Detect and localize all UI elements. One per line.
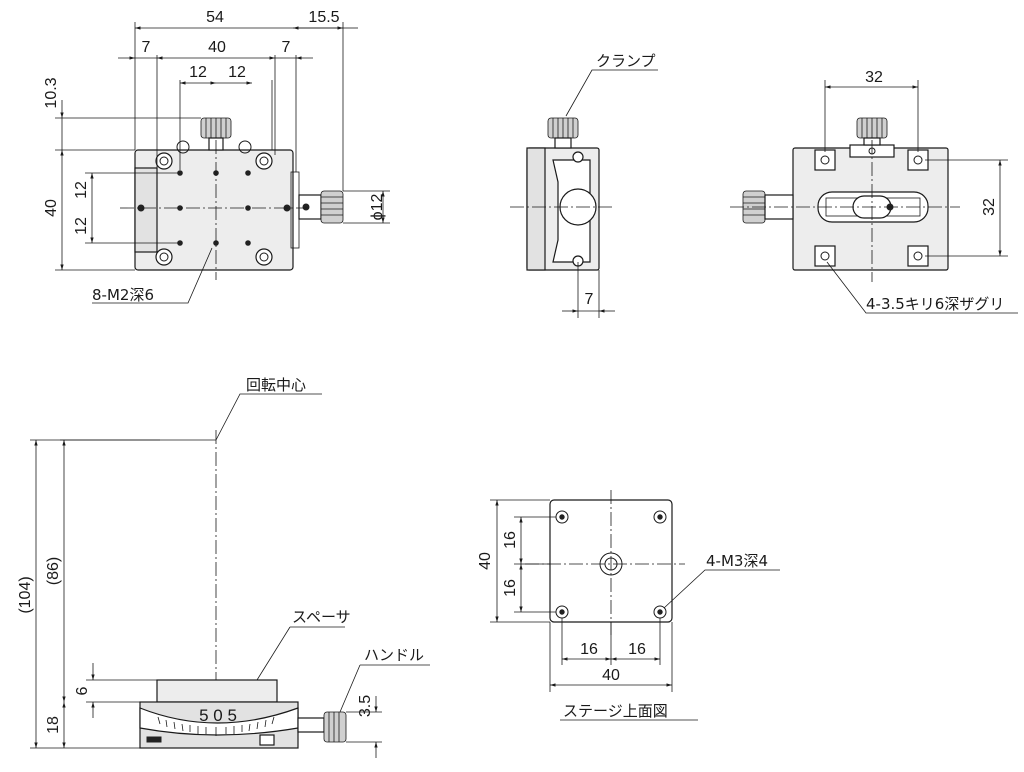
handle-label: ハンドル xyxy=(364,646,424,664)
counterbore-label: 4-3.5キリ6深ザグリ xyxy=(866,295,1004,313)
dim-12-lower: 12 xyxy=(73,217,90,235)
dim-32-vertical: 32 xyxy=(981,198,998,216)
top-view xyxy=(55,22,390,304)
dim-86: (86) xyxy=(45,557,62,585)
dim-6: 6 xyxy=(74,686,91,695)
dim-12-upper: 12 xyxy=(73,181,90,199)
bottom-view xyxy=(730,80,1018,314)
dim-40-left: 40 xyxy=(43,199,60,217)
dim-12-left: 12 xyxy=(189,64,207,81)
clamp-label: クランプ xyxy=(596,52,656,70)
side-view xyxy=(510,69,658,318)
dim-15-5: 15.5 xyxy=(308,9,339,26)
rotation-center-label: 回転中心 xyxy=(246,376,306,394)
dim-3-5: 3.5 xyxy=(357,695,374,717)
stage-dim-16-right: 16 xyxy=(628,641,646,658)
dim-40-top: 40 xyxy=(208,39,226,56)
front-view xyxy=(30,393,430,758)
spacer-label: スペーサ xyxy=(292,608,351,626)
stage-dim-16-left: 16 xyxy=(580,641,598,658)
dim-18: 18 xyxy=(45,716,62,734)
dim-7-left: 7 xyxy=(142,39,151,56)
dim-7-right: 7 xyxy=(282,39,291,56)
dim-104: (104) xyxy=(17,576,34,613)
dim-32-horizontal: 32 xyxy=(865,69,883,86)
tap-label-8-m2: 8-M2深6 xyxy=(92,286,154,304)
stage-dim-40-horizontal: 40 xyxy=(602,667,620,684)
dim-54: 54 xyxy=(206,9,224,26)
scale-numbers: 5 0 5 xyxy=(199,706,237,725)
dim-10-3: 10.3 xyxy=(43,77,60,108)
dim-12-right: 12 xyxy=(228,64,246,81)
stage-top-view xyxy=(490,490,780,721)
stage-dim-40-vertical: 40 xyxy=(477,552,494,570)
stage-dim-16-lower: 16 xyxy=(502,579,519,597)
stage-dim-16-upper: 16 xyxy=(502,531,519,549)
dim-phi-12: ϕ12 xyxy=(369,194,386,221)
dim-7-side: 7 xyxy=(585,291,594,308)
stage-tap-label: 4-M3深4 xyxy=(706,552,768,570)
stage-view-title: ステージ上面図 xyxy=(563,702,668,720)
